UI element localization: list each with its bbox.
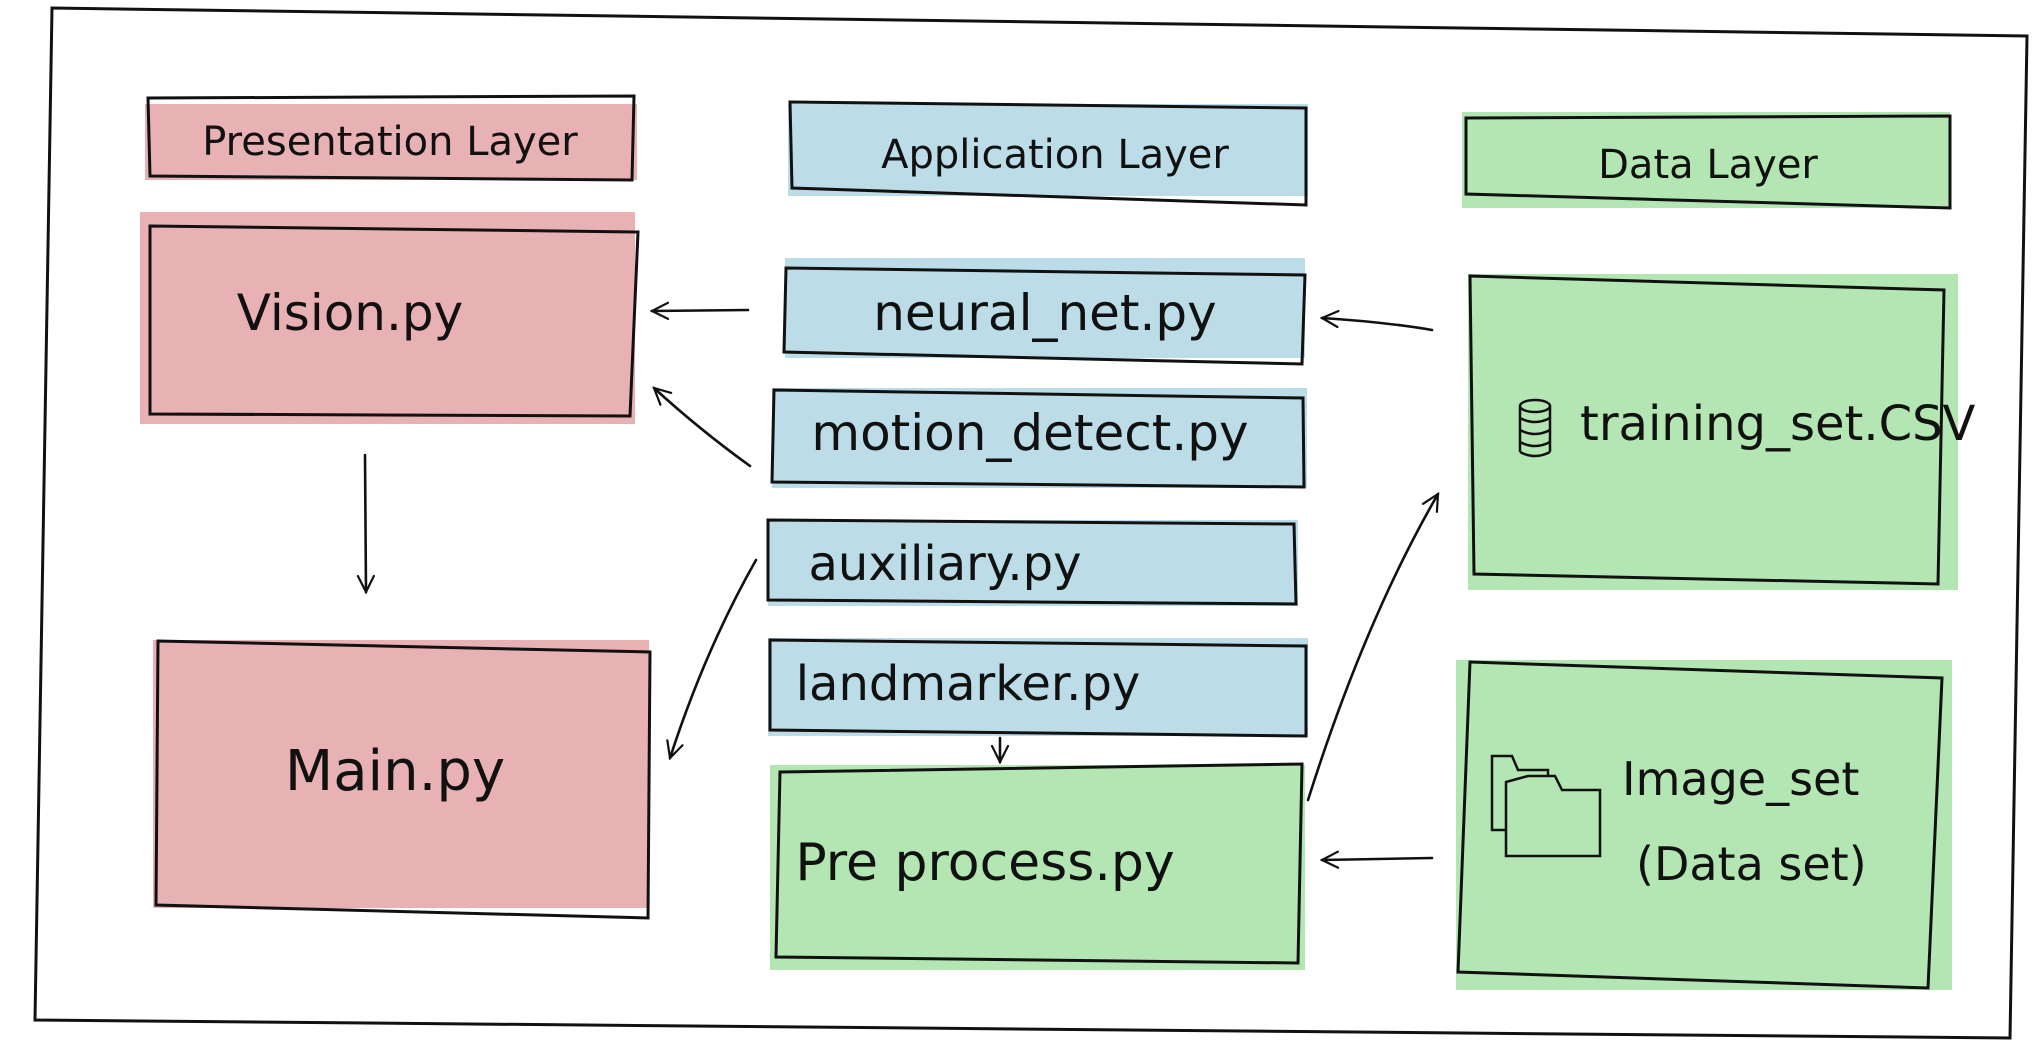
landmarker-module: landmarker.py	[768, 638, 1308, 738]
auxiliary-module: auxiliary.py	[766, 518, 1298, 606]
diagram-frame	[33, 6, 2029, 1040]
arrow-neural-net-to-vision	[652, 310, 750, 311]
arrow-preprocess-to-training-set	[1306, 494, 1440, 802]
neural-net-module: neural_net.py	[782, 258, 1307, 366]
application-layer-title: Application Layer	[881, 132, 1229, 178]
training-set-module-label: training_set.CSV	[1580, 396, 1976, 452]
auxiliary-module-label: auxiliary.py	[808, 536, 1081, 592]
motion-detect-module: motion_detect.py	[770, 388, 1307, 489]
motion-detect-module-label: motion_detect.py	[811, 404, 1248, 462]
vision-module: Vision.py	[140, 212, 640, 424]
training-set-module: training_set.CSV	[1468, 274, 1976, 590]
main-module: Main.py	[153, 639, 652, 920]
application-layer-header: Application Layer	[788, 100, 1308, 207]
neural-net-module-label: neural_net.py	[873, 284, 1217, 342]
database-icon	[1518, 398, 1552, 458]
folder-icon	[1490, 754, 1602, 858]
image-set-module-sublabel: (Data set)	[1636, 837, 1867, 891]
image-set-module: Image_set (Data set)	[1456, 660, 1952, 990]
presentation-layer-title: Presentation Layer	[202, 119, 578, 165]
image-set-module-label: Image_set	[1622, 752, 1859, 806]
data-layer-title: Data Layer	[1598, 142, 1818, 188]
preprocess-module-label: Pre process.py	[795, 833, 1174, 893]
landmarker-module-label: landmarker.py	[796, 656, 1141, 712]
arrow-training-set-to-neural-net	[1322, 318, 1434, 332]
presentation-layer-header: Presentation Layer	[145, 94, 637, 182]
data-layer-header: Data Layer	[1462, 112, 1952, 210]
preprocess-module: Pre process.py	[770, 762, 1305, 970]
main-module-label: Main.py	[285, 739, 505, 804]
arrow-motion-detect-to-vision	[654, 388, 752, 468]
vision-module-label: Vision.py	[237, 284, 463, 342]
arrow-image-set-to-preprocess	[1322, 858, 1434, 860]
arrow-auxiliary-to-main	[670, 558, 758, 758]
arrow-vision-to-main	[365, 453, 366, 592]
